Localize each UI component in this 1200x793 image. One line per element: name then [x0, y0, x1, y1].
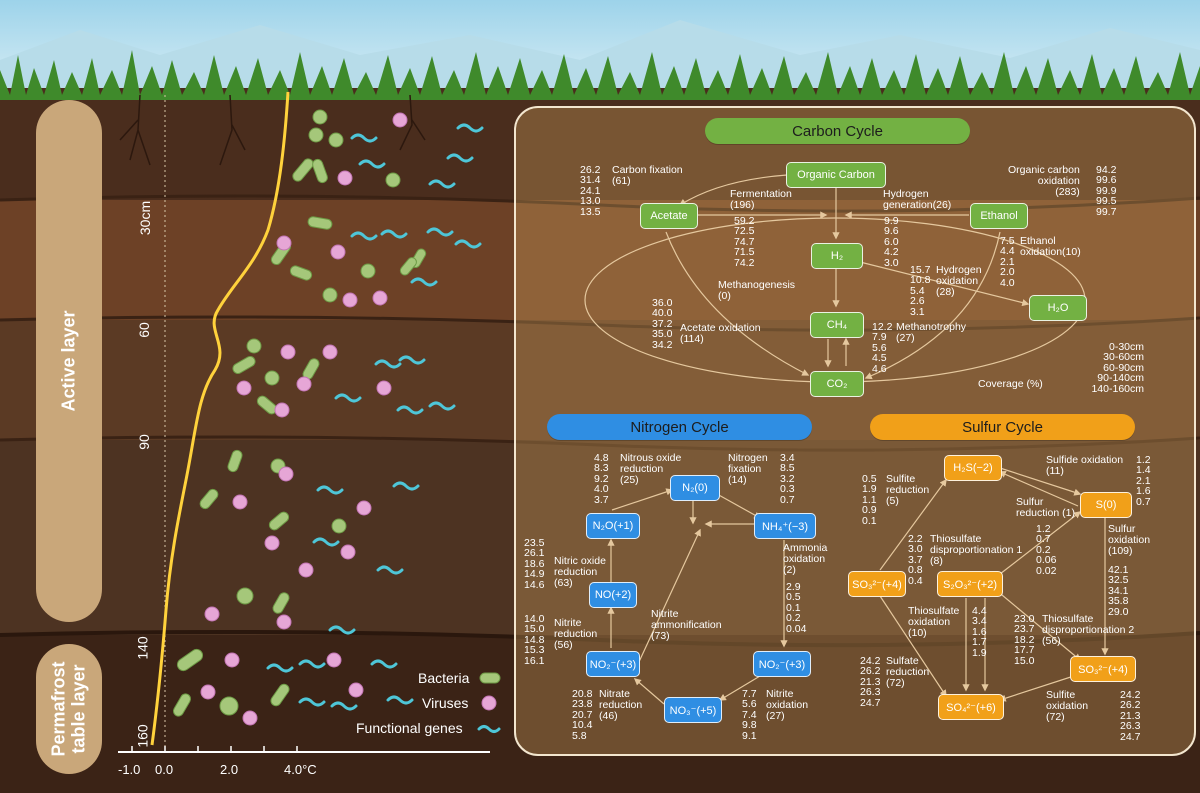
carbon-fixation-label: Carbon fixation (61) [612, 164, 683, 187]
carbon-fixation-values: 26.2 31.4 24.1 13.0 13.5 [580, 164, 601, 218]
node-h2s: H₂S(−2) [944, 455, 1002, 481]
virus-legend-icon [481, 695, 497, 711]
nitrous-oxide-reduction-values: 4.8 8.3 9.2 4.0 3.7 [594, 452, 609, 506]
gene-legend-icon [477, 725, 501, 733]
node-nh4: NH₄⁺(−3) [754, 513, 816, 539]
roots [119, 94, 426, 166]
fermentation-label: Fermentation (196) [730, 188, 792, 211]
node-ethanol: Ethanol [970, 203, 1028, 229]
hydrogen-oxidation-label: Hydrogen oxidation (28) [936, 264, 982, 298]
active-layer-label: Active layer [36, 100, 102, 622]
depth-tick-60: 60 [135, 322, 152, 338]
hydrogen-generation-values: 9.9 9.6 6.0 4.2 3.0 [884, 215, 899, 269]
acetate-oxidation-values: 36.0 40.0 37.2 35.0 34.2 [652, 297, 673, 351]
sulfide-oxidation-label: Sulfide oxidation (11) [1046, 454, 1124, 477]
ammonia-oxidation-values: 2.9 0.5 0.1 0.2 0.04 [786, 581, 807, 635]
node-co2: CO₂ [810, 371, 864, 397]
coverage-depths: 0-30cm 30-60cm 60-90cm 90-140cm 140-160c… [1091, 341, 1144, 395]
node-so3-right: SO₃²⁻(+4) [1070, 656, 1136, 682]
node-no2-left: NO₂⁻(+3) [586, 651, 640, 677]
node-s0: S(0) [1080, 492, 1132, 518]
coverage-label: Coverage (%) [978, 378, 1043, 390]
microbe-field [173, 109, 484, 726]
nitrogen-cycle-title: Nitrogen Cycle [547, 414, 812, 440]
node-h2: H₂ [811, 243, 863, 269]
nitrous-oxide-reduction-label: Nitrous oxide reduction (25) [620, 452, 682, 486]
temp-tick-4: 4.0°C [284, 762, 317, 777]
nitrogen-arrows [607, 488, 788, 705]
thio-disprop-1-values: 2.2 3.0 3.7 0.8 0.4 [908, 533, 923, 587]
ethanol-oxidation-label: Ethanol oxidation(10) [1020, 235, 1081, 258]
acetate-oxidation-label: Acetate oxidation (114) [680, 322, 761, 345]
sulfur-reduction-label: Sulfur reduction (1) [1016, 496, 1075, 519]
depth-tick-90: 90 [135, 434, 152, 450]
temp-tick-0: 0.0 [155, 762, 174, 777]
sulfur-cycle-title: Sulfur Cycle [870, 414, 1135, 440]
depth-tick-160: 160 [134, 724, 151, 748]
node-acetate: Acetate [640, 203, 698, 229]
nitrite-reduction-label: Nitrite reduction (56) [554, 617, 598, 651]
sulfur-reduction-values: 1.2 0.7 0.2 0.06 0.02 [1036, 523, 1057, 577]
thio-disprop-1-label: Thiosulfate disproportionation 1 (8) [930, 533, 1023, 567]
temp-tick-2: 2.0 [220, 762, 239, 777]
legend-viruses: Viruses [422, 695, 469, 711]
methanotrophy-label: Methanotrophy (27) [896, 321, 967, 344]
thio-oxidation-label: Thiosulfate oxidation (10) [908, 605, 960, 639]
sulfur-oxidation-values: 42.1 32.5 34.1 35.8 29.0 [1108, 564, 1129, 618]
ammonia-oxidation-label: Ammonia oxidation (2) [783, 542, 828, 576]
sulfide-oxidation-values: 1.2 1.4 2.1 1.6 0.7 [1136, 454, 1151, 508]
legend-functional-genes: Functional genes [356, 720, 463, 736]
sulfur-oxidation-label: Sulfur oxidation (109) [1108, 523, 1151, 557]
carbon-cycle-title: Carbon Cycle [705, 118, 970, 144]
nitrite-ammonification-label: Nitrite ammonification (73) [651, 608, 722, 642]
nitric-oxide-reduction-values: 23.5 26.1 18.6 14.9 14.6 [524, 537, 545, 591]
nitrite-reduction-values: 14.0 15.0 14.8 15.3 16.1 [524, 613, 545, 667]
node-organic-carbon: Organic Carbon [786, 162, 886, 188]
fermentation-values: 59.2 72.5 74.7 71.5 74.2 [734, 215, 755, 269]
organic-oxidation-label: Organic carbon oxidation (283) [1008, 164, 1080, 198]
organic-oxidation-values: 94.2 99.6 99.9 99.5 99.7 [1096, 164, 1117, 218]
sulfite-oxidation-label: Sulfite oxidation (72) [1046, 689, 1089, 723]
node-so3-left: SO₃²⁻(+4) [848, 571, 906, 597]
nitrate-reduction-label: Nitrate reduction (46) [599, 688, 643, 722]
hydrogen-generation-label: Hydrogen generation(26) [883, 188, 952, 211]
sulfate-reduction-values: 24.2 26.2 21.3 26.3 24.7 [860, 655, 881, 709]
thio-disprop-2-values: 23.0 23.7 18.2 17.7 15.0 [1014, 613, 1035, 667]
sulfate-reduction-label: Sulfate reduction (72) [886, 655, 930, 689]
nitrate-reduction-values: 20.8 23.8 20.7 10.4 5.8 [572, 688, 593, 742]
grass [0, 50, 1200, 100]
sulfite-reduction-top-label: Sulfite reduction (5) [886, 473, 930, 507]
hydrogen-oxidation-values: 15.7 10.8 5.4 2.6 3.1 [910, 264, 931, 318]
node-no: NO(+2) [589, 582, 637, 608]
nitrogen-fixation-values: 3.4 8.5 3.2 0.3 0.7 [780, 452, 795, 506]
temperature-profile [150, 91, 290, 746]
thio-disprop-2-label: Thiosulfate disproportionation 2 (56) [1042, 613, 1135, 647]
methanotrophy-values: 12.2 7.9 5.6 4.5 4.6 [872, 321, 893, 375]
nitrite-oxidation-values: 7.7 5.6 7.4 9.8 9.1 [742, 688, 757, 742]
node-so4: SO₄²⁻(+6) [938, 694, 1004, 720]
node-s2o3: S₂O₃²⁻(+2) [937, 571, 1003, 597]
methanogenesis-label: Methanogenesis (0) [718, 279, 796, 302]
node-h2o: H₂O [1029, 295, 1087, 321]
node-ch4: CH₄ [810, 312, 864, 338]
node-n2o: N₂O(+1) [586, 513, 640, 539]
sulfite-oxidation-values: 24.2 26.2 21.3 26.3 24.7 [1120, 689, 1141, 743]
node-no3: NO₃⁻(+5) [664, 697, 722, 723]
bacteria-legend-icon [479, 672, 501, 684]
thio-oxidation-values: 4.4 3.4 1.6 1.7 1.9 [972, 605, 987, 659]
nitrite-oxidation-label: Nitrite oxidation (27) [766, 688, 809, 722]
node-no2-right: NO₂⁻(+3) [753, 651, 811, 677]
depth-tick-30: 30cm [137, 200, 154, 236]
ethanol-oxidation-values: 7.5 4.4 2.1 2.0 4.0 [1000, 235, 1015, 289]
legend-bacteria: Bacteria [418, 670, 470, 686]
depth-tick-140: 140 [134, 636, 151, 660]
nitric-oxide-reduction-label: Nitric oxide reduction (63) [554, 555, 606, 589]
sulfur-arrows [879, 467, 1109, 702]
node-n2: N₂(0) [670, 475, 720, 501]
temp-tick-minus1: -1.0 [118, 762, 141, 777]
nitrogen-fixation-label: Nitrogen fixation (14) [728, 452, 768, 486]
sulfite-reduction-top-values: 0.5 1.9 1.1 0.9 0.1 [862, 473, 877, 527]
